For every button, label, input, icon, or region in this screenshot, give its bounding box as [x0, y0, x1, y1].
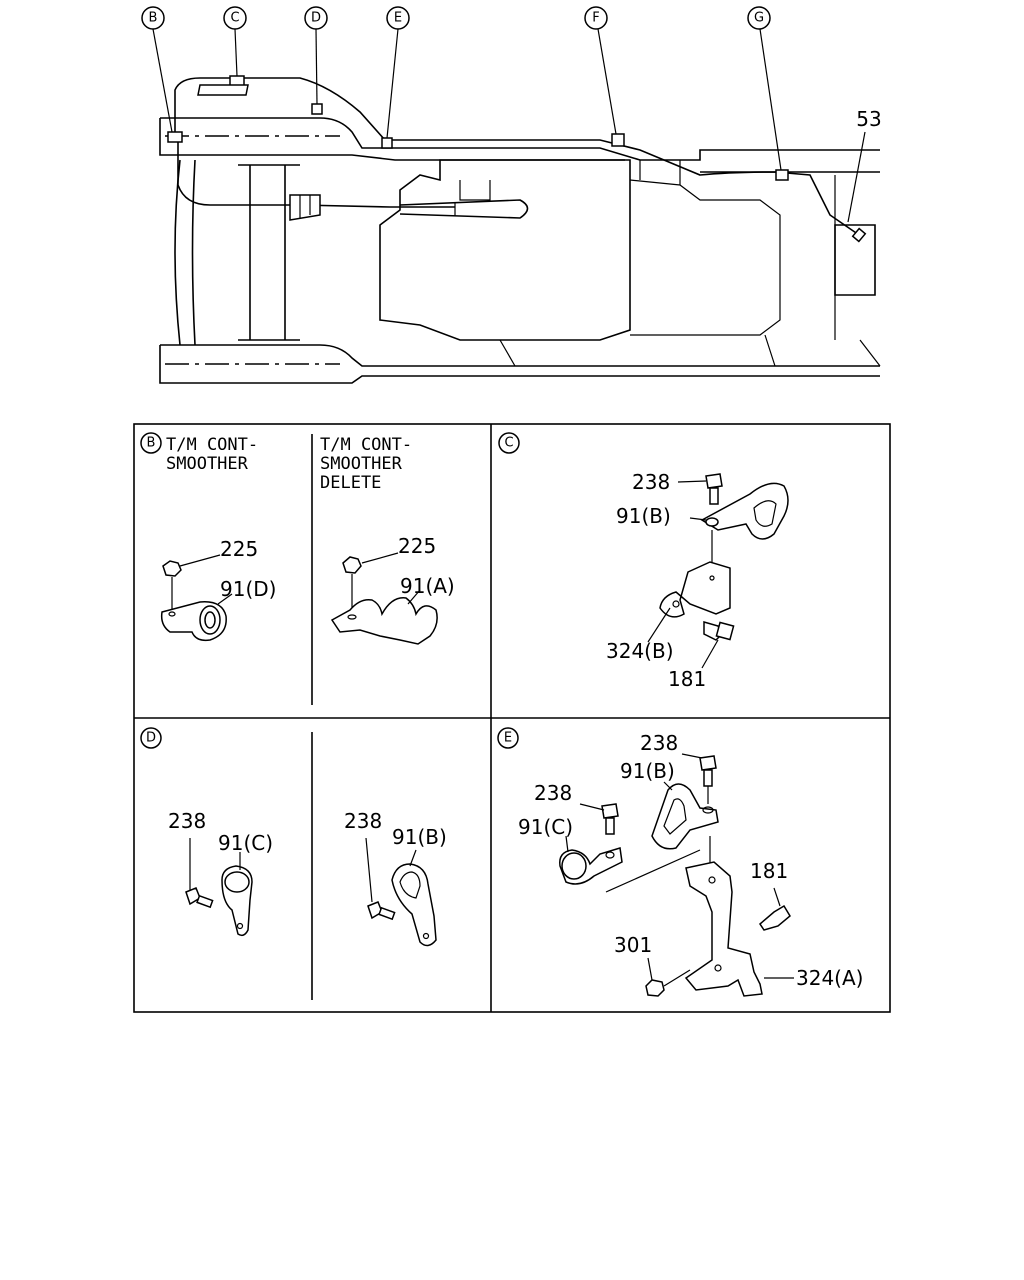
callout-b [141, 6, 165, 30]
panel-b-tag-circle [140, 432, 162, 454]
callout-g [747, 6, 771, 30]
panel-b: B T/M CONT- SMOOTHER T/M CONT- SMOOTHER … [140, 432, 455, 645]
label-181-e: 181 [750, 859, 788, 883]
callout-e-label: E [394, 11, 402, 26]
clip-91a [330, 597, 438, 645]
label-238-c: 238 [632, 470, 670, 494]
callout-g-label: G [754, 11, 764, 26]
panel-c-tag: C [504, 436, 513, 451]
bracket-324b [659, 561, 731, 618]
part-53-label: 53 [856, 107, 881, 131]
panel-b-right-header-line2: SMOOTHER [320, 454, 403, 474]
panel-b-left-header-line1: T/M CONT- [166, 435, 258, 455]
label-324a: 324(A) [796, 966, 863, 990]
clip-91b-d [391, 863, 437, 947]
label-238-e-top: 238 [640, 731, 678, 755]
callout-f-label: F [592, 11, 599, 26]
nut-301 [645, 979, 665, 997]
panel-c-tag-circle [498, 432, 520, 454]
label-225-right: 225 [398, 534, 436, 558]
clip-91b-c [700, 482, 789, 540]
panel-e: E 238 91(B) 238 91 [497, 727, 863, 997]
label-225-left: 225 [220, 537, 258, 561]
bracket-324a [684, 861, 763, 997]
panel-b-right-header-line3: DELETE [320, 473, 381, 493]
label-91b-d: 91(B) [392, 825, 447, 849]
bolt-238-e-left [601, 803, 619, 819]
bolt-181-e [759, 904, 791, 931]
callout-b-label: B [149, 11, 158, 26]
label-91a: 91(A) [400, 574, 455, 598]
label-238-d-left: 238 [168, 809, 206, 833]
detail-panels-grid [133, 423, 891, 1013]
panel-d: D 238 91(C) 238 91(B) [140, 727, 447, 947]
panel-c: C 238 91(B) 324(B) 181 [498, 432, 789, 691]
label-181-c: 181 [668, 667, 706, 691]
label-91b-c: 91(B) [616, 504, 671, 528]
bolt-238-c [705, 473, 723, 489]
callout-d-label: D [311, 11, 321, 26]
bolt-238-e-top [699, 755, 717, 771]
label-301: 301 [614, 933, 652, 957]
label-91c-e: 91(C) [518, 815, 573, 839]
nut-225-right [342, 556, 362, 574]
callout-e [386, 6, 410, 30]
chassis-overview: B C D E F G 53 [141, 6, 882, 384]
panel-e-tag: E [504, 731, 512, 746]
label-91c-d: 91(C) [218, 831, 273, 855]
panel-b-tag: B [147, 436, 156, 451]
label-238-e-left: 238 [534, 781, 572, 805]
label-238-d-right: 238 [344, 809, 382, 833]
label-91b-e: 91(B) [620, 759, 675, 783]
label-91d: 91(D) [220, 577, 276, 601]
callout-c [223, 6, 247, 30]
panel-d-tag: D [146, 731, 156, 746]
panel-b-left-header-line2: SMOOTHER [166, 454, 249, 474]
callout-d [304, 6, 328, 30]
panel-d-tag-circle [140, 727, 162, 749]
label-324b: 324(B) [606, 639, 674, 663]
nut-225-left [162, 560, 182, 577]
panel-e-tag-circle [497, 727, 519, 749]
callout-c-label: C [230, 11, 239, 26]
panel-b-right-header-line1: T/M CONT- [320, 435, 412, 455]
callout-f [584, 6, 608, 30]
